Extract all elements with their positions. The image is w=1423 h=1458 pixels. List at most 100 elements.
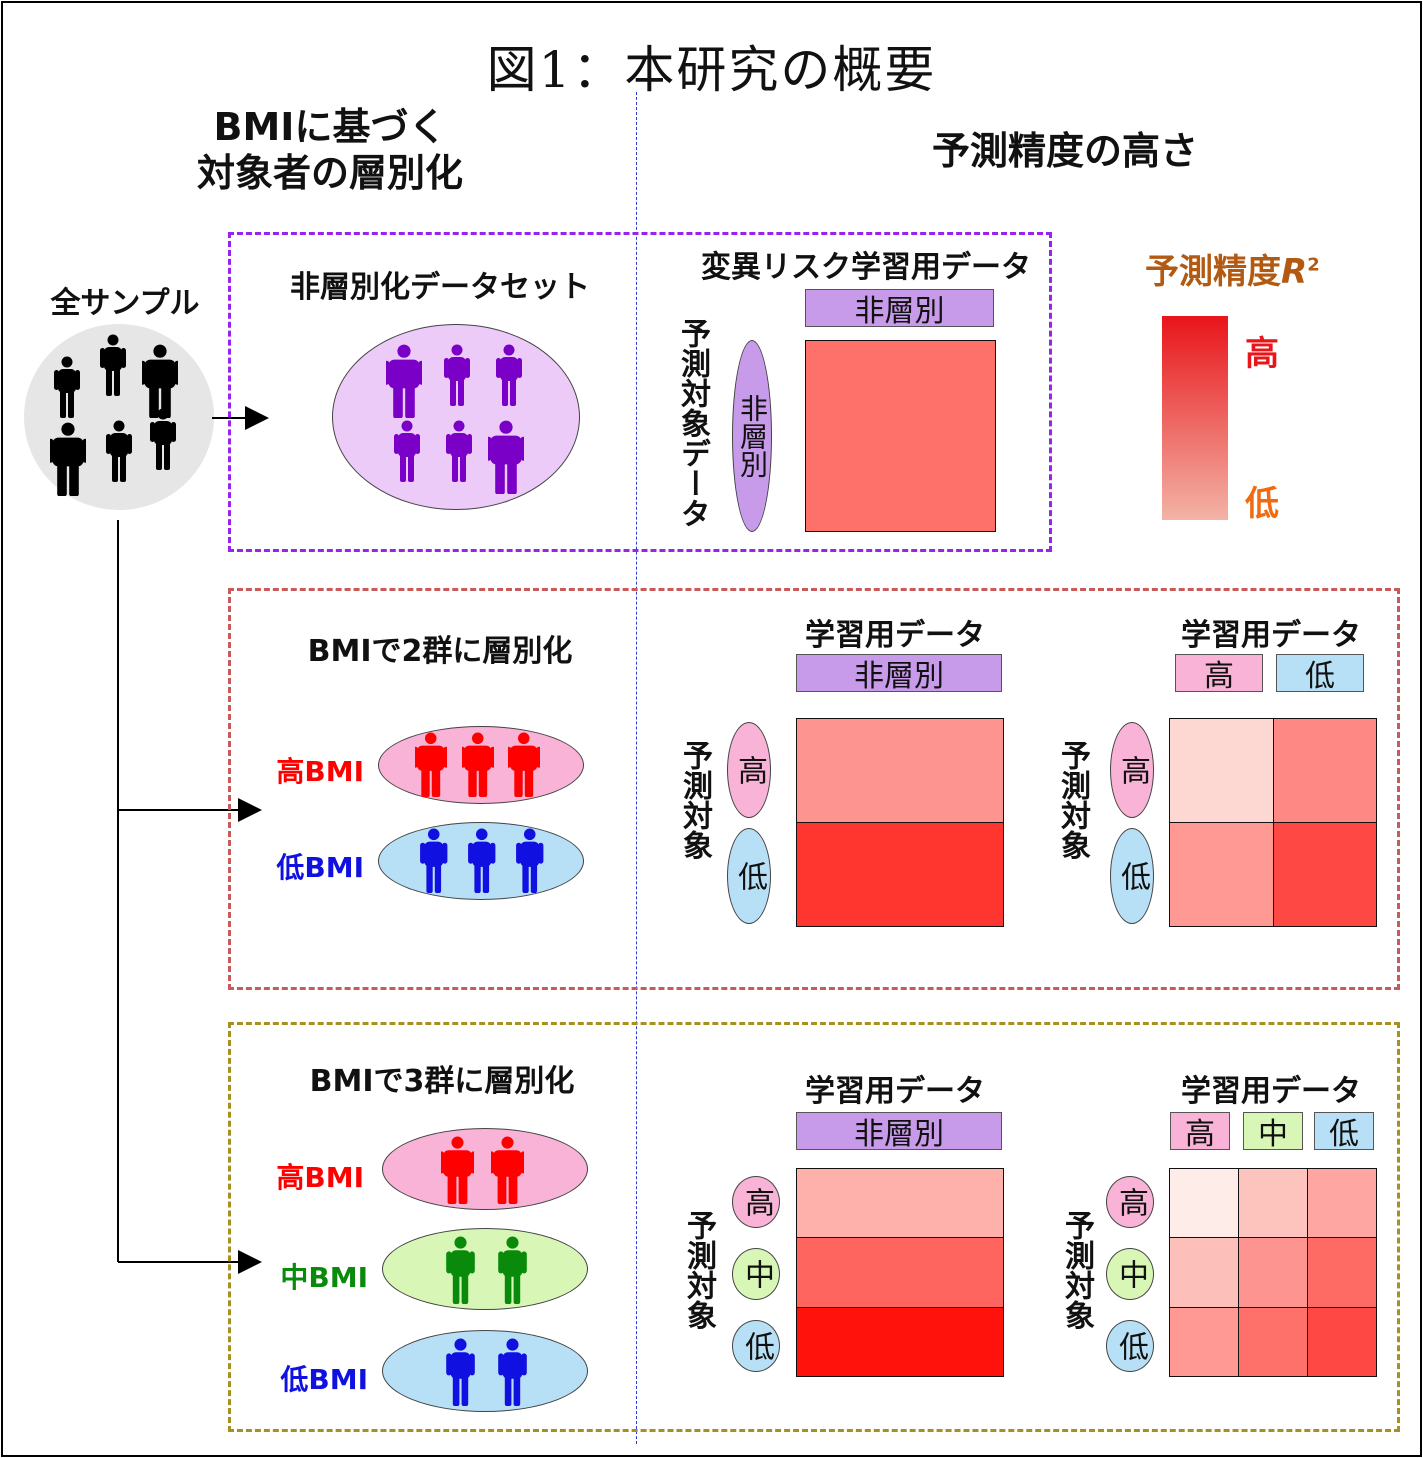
s2-high-bmi-label: 高BMI — [276, 755, 364, 788]
person-icon — [446, 1236, 475, 1305]
s2-left-target-axis-label: 予測対象 — [677, 740, 712, 860]
s3-left-target-high: 高 — [732, 1176, 780, 1228]
legend-colorbar — [1162, 316, 1228, 520]
s3-right-cell-r1-c2 — [1307, 1237, 1377, 1308]
s2-right-target-low: 低 — [1110, 828, 1154, 924]
s3-mid-bmi-ellipse — [382, 1228, 588, 1310]
two-groups-label: BMIで2群に層別化 — [307, 634, 573, 669]
three-groups-section-box — [228, 1022, 1400, 1432]
all-samples-label: 全サンプル — [50, 286, 200, 321]
s2-left-target-high-text: 高 — [732, 755, 767, 785]
s2-right-target-axis-label: 予測対象 — [1055, 740, 1090, 860]
s3-right-cell-r0-c0 — [1169, 1168, 1239, 1239]
s2-low-bmi-label: 低BMI — [276, 851, 364, 884]
s1-cell-r0-c0 — [805, 340, 996, 532]
s3-right-cell-r2-c0 — [1169, 1306, 1239, 1377]
unstratified-section-box — [228, 232, 1052, 552]
figure-title: 図1：本研究の概要 — [486, 41, 937, 99]
legend-title-text: 予測精度 — [1145, 252, 1281, 292]
person-icon — [491, 1136, 524, 1205]
s3-right-target-low-text: 低 — [1113, 1331, 1148, 1361]
s3-right-cell-r1-c0 — [1169, 1237, 1239, 1308]
person-icon — [415, 732, 447, 798]
person-icon — [54, 356, 80, 418]
s3-left-target-axis-label: 予測対象 — [681, 1210, 716, 1330]
person-icon — [498, 1236, 527, 1305]
s3-left-target-mid-text: 中 — [739, 1259, 774, 1289]
s2-right-cell-r0-c1 — [1272, 718, 1377, 823]
s3-left-train-header: 学習用データ — [805, 1074, 985, 1109]
legend-sup: 2 — [1307, 254, 1320, 276]
s2-right-target-high: 高 — [1110, 722, 1154, 818]
person-icon — [441, 1136, 474, 1205]
s3-right-target-mid: 中 — [1106, 1248, 1154, 1300]
s2-right-cell-r1-c1 — [1272, 822, 1377, 927]
s1-target-tag: 非層別 — [732, 340, 772, 532]
person-icon — [100, 334, 126, 396]
s3-right-cell-r2-c2 — [1307, 1306, 1377, 1377]
s3-right-target-high: 高 — [1106, 1176, 1154, 1228]
column-divider — [636, 92, 637, 1444]
s3-right-cell-r1-c1 — [1238, 1237, 1308, 1308]
left-header: BMIに基づく 対象者の層別化 — [150, 104, 510, 196]
s2-right-train-header: 学習用データ — [1181, 618, 1361, 653]
s3-right-train-tag-high: 高 — [1170, 1112, 1230, 1152]
s3-low-bmi-ellipse — [382, 1330, 588, 1412]
s2-right-train-tag-low: 低 — [1276, 654, 1364, 694]
legend-low-label: 低 — [1245, 484, 1279, 524]
s2-left-train-tag: 非層別 — [796, 654, 1002, 694]
s2-left-cell-r1-c0 — [796, 822, 1004, 927]
person-icon — [508, 732, 540, 798]
s3-left-cell-r0-c0 — [796, 1168, 1004, 1239]
s3-left-train-tag: 非層別 — [796, 1112, 1002, 1152]
s2-left-cell-r0-c0 — [796, 718, 1004, 823]
s2-left-target-low-text: 低 — [732, 861, 767, 891]
legend-high-label: 高 — [1245, 334, 1279, 374]
person-icon — [468, 828, 496, 894]
s3-right-train-tag-mid: 中 — [1243, 1112, 1303, 1152]
left-header-line2: 対象者の層別化 — [196, 151, 463, 195]
person-icon — [446, 1338, 475, 1407]
s2-right-cell-r0-c0 — [1169, 718, 1274, 823]
person-icon — [50, 422, 86, 497]
three-groups-label: BMIで3群に層別化 — [309, 1064, 575, 1099]
s1-train-header: 変異リスク学習用データ — [701, 250, 1031, 285]
person-icon — [444, 344, 470, 406]
s2-right-target-high-text: 高 — [1115, 755, 1150, 785]
s3-right-cell-r0-c1 — [1238, 1168, 1308, 1239]
s3-right-target-high-text: 高 — [1113, 1187, 1148, 1217]
s2-left-target-low: 低 — [727, 828, 771, 924]
person-icon — [446, 420, 472, 482]
person-icon — [462, 732, 494, 798]
person-icon — [488, 420, 524, 495]
legend-title: 予測精度R2 — [1145, 244, 1320, 293]
s3-mid-bmi-label: 中BMI — [280, 1261, 368, 1294]
person-icon — [516, 828, 544, 894]
s2-right-train-tag-high: 高 — [1175, 654, 1263, 694]
s3-left-target-low: 低 — [732, 1320, 780, 1372]
s3-right-train-header: 学習用データ — [1181, 1074, 1361, 1109]
s3-left-cell-r2-c0 — [796, 1306, 1004, 1377]
s3-right-target-axis-label: 予測対象 — [1059, 1210, 1094, 1330]
person-icon — [498, 1338, 527, 1407]
s1-target-axis-label: 予測対象データ — [675, 318, 710, 528]
right-header: 予測精度の高さ — [931, 129, 1198, 173]
s3-right-target-mid-text: 中 — [1113, 1259, 1148, 1289]
s3-high-bmi-ellipse — [382, 1128, 588, 1210]
s3-left-target-low-text: 低 — [739, 1331, 774, 1361]
s3-left-target-high-text: 高 — [739, 1187, 774, 1217]
person-icon — [394, 420, 420, 482]
s3-low-bmi-label: 低BMI — [280, 1363, 368, 1396]
s2-left-train-header: 学習用データ — [805, 618, 985, 653]
two-groups-section-box — [228, 588, 1400, 990]
s2-right-target-low-text: 低 — [1115, 861, 1150, 891]
s2-right-cell-r1-c0 — [1169, 822, 1274, 927]
person-icon — [420, 828, 448, 894]
person-icon — [496, 344, 522, 406]
unstratified-label: 非層別化データセット — [290, 270, 590, 305]
legend-symbol: R — [1281, 252, 1308, 292]
s1-target-tag-text: 非層別 — [736, 394, 769, 478]
s2-left-target-high: 高 — [727, 722, 771, 818]
s3-right-cell-r2-c1 — [1238, 1306, 1308, 1377]
